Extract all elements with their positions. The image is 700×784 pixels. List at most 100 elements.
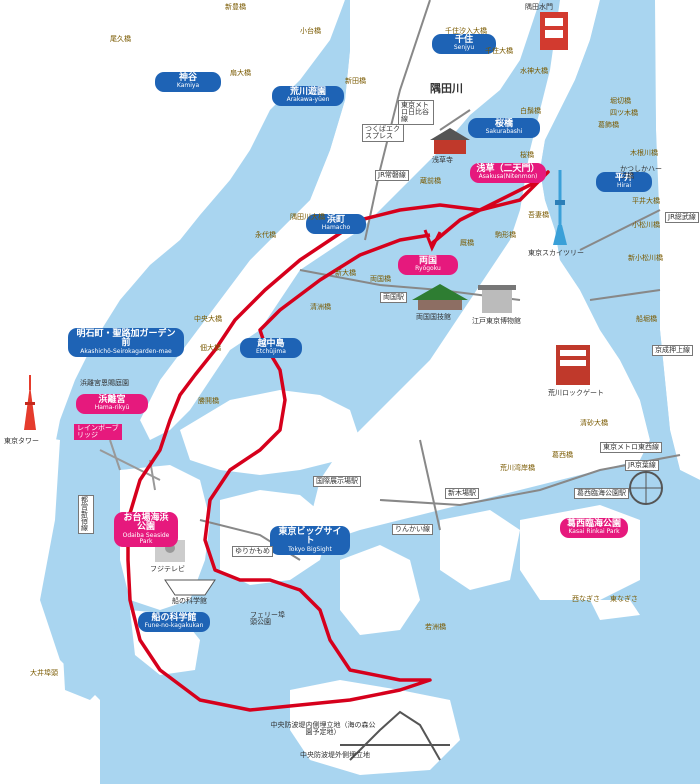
bridge-label: 小台橋 [300, 27, 321, 35]
bridge-label: 白鬚橋 [520, 107, 541, 115]
pier-big-sight[interactable]: 東京ビッグサイト Tokyo BigSight [270, 526, 350, 556]
station-yurikamome: ゆりかもめ [232, 546, 273, 557]
pier-hama-rikyu-en: Hama-rikyū [94, 404, 130, 412]
pier-senjyu[interactable]: 千住 Senjyu [432, 34, 496, 54]
pier-kamiya-en: Kamiya [176, 82, 200, 90]
pier-etchujima[interactable]: 越中島 Etchūjima [240, 338, 302, 358]
island-nagisa [590, 600, 640, 620]
pier-arakawa-yuen[interactable]: 荒川遊園 Arakawa-yūen [272, 86, 344, 106]
island-toyosu [180, 390, 360, 475]
bridge-label: 木根川橋 [630, 149, 658, 157]
ship-museum-icon [164, 579, 216, 596]
gate-bridge [340, 710, 450, 761]
pier-hamacho-jp: 浜町 [326, 215, 345, 225]
station-jr-sobu: JR総武線 [665, 212, 699, 223]
pier-odaiba-seaside-jp: お台場海浜公園 [123, 513, 169, 533]
pier-fune-no-kagakukan-en: Fune-no-kagakukan [144, 622, 204, 630]
label-kokugikan: 両国国技館 [416, 313, 451, 321]
label-tokyo-tower: 東京タワー [4, 437, 39, 445]
inlet-shinagawa [60, 590, 115, 700]
bridge-label: 船堀橋 [636, 315, 657, 323]
label-outer-breakwater: 中央防波堤外側埋立地 [300, 751, 370, 759]
pier-kamiya-jp: 神谷 [178, 73, 197, 83]
pier-etchujima-en: Etchūjima [256, 348, 286, 356]
island-shiomi [340, 545, 420, 635]
bridge-label: 葛西橋 [552, 451, 573, 459]
station-kasai: 葛西臨海公園駅 [574, 488, 629, 499]
station-rinkai: りんかい線 [392, 524, 433, 535]
station-kokusai: 国際展示場駅 [313, 476, 361, 487]
bridge-label: 若洲橋 [425, 623, 446, 631]
pier-sakurabashi[interactable]: 桜橋 Sakurabashi [468, 118, 540, 138]
pier-akashicho[interactable]: 明石町・聖路加ガーデン前 Akashichō-Seirokagarden-mae [68, 328, 184, 358]
pier-kasai-rinkai[interactable]: 葛西臨海公園 Kasai Rinkai Park [560, 518, 628, 538]
pier-senjyu-jp: 千住 [454, 35, 473, 45]
bridge-label: 扇大橋 [230, 69, 251, 77]
land-edogawa [655, 0, 700, 480]
sensoji-icon [430, 128, 470, 154]
bridge-label: 千住汐入大橋 [445, 27, 487, 35]
land-southwest [0, 430, 100, 784]
bridge-label: 隅田川大橋 [290, 213, 325, 221]
arakawa-river [540, 0, 700, 500]
bridge-label: 東なぎさ [610, 595, 638, 603]
label-central-breakwater: 中央防波堤内側埋立地（海の森公園予定地） [270, 721, 376, 736]
bridge-label: 永代橋 [255, 231, 276, 239]
pier-hama-rikyu[interactable]: 浜離宮 Hama-rikyū [76, 394, 148, 414]
pier-sakurabashi-jp: 桜橋 [494, 119, 513, 129]
label-sensoji: 浅草寺 [432, 156, 453, 164]
bridge-label: 尾久橋 [110, 35, 131, 43]
pier-hirai[interactable]: 平井 Hirai [596, 172, 652, 192]
pier-fune-no-kagakukan[interactable]: 船の科学館 Fune-no-kagakukan [138, 612, 210, 632]
pier-odaiba-seaside[interactable]: お台場海浜公園 Odaiba Seaside Park [114, 512, 178, 548]
tokyo-tower-icon [24, 375, 36, 430]
label-rainbow-bridge: レインボーブリッジ [74, 424, 122, 440]
pier-senjyu-en: Senjyu [453, 44, 475, 52]
pier-kasai-rinkai-jp: 葛西臨海公園 [566, 519, 621, 529]
bridge-label: 葛飾橋 [598, 121, 619, 129]
pier-akashicho-en: Akashichō-Seirokagarden-mae [80, 347, 172, 355]
label-edo-museum: 江戸東京博物館 [472, 317, 521, 325]
pier-etchujima-jp: 越中島 [257, 339, 285, 349]
label-arakawa-lock: 荒川ロックゲート [548, 389, 604, 397]
pier-hamacho-en: Hamacho [321, 224, 351, 232]
station-keisei: 京成押上線 [652, 345, 693, 356]
bridge-label: 吾妻橋 [528, 211, 549, 219]
label-fune-museum: 船の科学館 [172, 597, 207, 605]
pier-ryogoku-en: Ryōgoku [415, 265, 441, 273]
label-sumida-gate: 隅田水門 [525, 3, 553, 11]
bridge-label: 新小松川橋 [628, 254, 663, 262]
sumida-gate-icon [540, 12, 568, 50]
pier-hamacho[interactable]: 浜町 Hamacho [306, 214, 366, 234]
label-fujitv: フジテレビ [150, 565, 185, 573]
bridge-label: 清砂大橋 [580, 419, 608, 427]
label-katsushika: かつしかハープ橋 [620, 165, 662, 180]
pier-akashicho-jp: 明石町・聖路加ガーデン前 [76, 329, 176, 349]
arakawa-lock-icon [556, 345, 590, 385]
pier-hama-rikyu-jp: 浜離宮 [98, 395, 126, 405]
edo-museum-icon [478, 285, 516, 313]
bridge-label: 蔵前橋 [420, 177, 441, 185]
pier-kamiya[interactable]: 神谷 Kamiya [155, 72, 221, 92]
sumida-river-label: 隅田川 [430, 82, 463, 95]
pier-ryogoku[interactable]: 両国 Ryōgoku [398, 255, 458, 275]
pier-arakawa-yuen-jp: 荒川遊園 [289, 87, 326, 97]
bridge-label: 西なぎさ [572, 595, 600, 603]
bridge-label: 小松川橋 [632, 221, 660, 229]
bridge-label: 荒川湾岸橋 [500, 464, 535, 472]
bridge-label: 新豊橋 [225, 3, 246, 11]
pier-asakusa-nitenmon-jp: 浅草（二天門） [476, 164, 540, 174]
pier-sakurabashi-en: Sakurabashi [485, 128, 523, 136]
bridge-label: 清洲橋 [310, 303, 331, 311]
bridge-label: 佃大橋 [200, 344, 221, 352]
bridge-label: 勝鬨橋 [198, 397, 219, 405]
skytree-icon [553, 170, 567, 245]
label-ferry-park: フェリー埠頭公園 [250, 611, 285, 626]
bridge-label: 新大橋 [335, 269, 356, 277]
pier-hirai-jp: 平井 [614, 173, 633, 183]
pier-asakusa-nitenmon[interactable]: 浅草（二天門） Asakusa(Nitenmon) [470, 163, 546, 183]
station-toei-shinjuku: 都営新宿線 [78, 495, 94, 534]
route-arrow-icon [423, 229, 442, 252]
station-shinkiba: 新木場駅 [445, 488, 479, 499]
bridge-label: 平井大橋 [632, 197, 660, 205]
